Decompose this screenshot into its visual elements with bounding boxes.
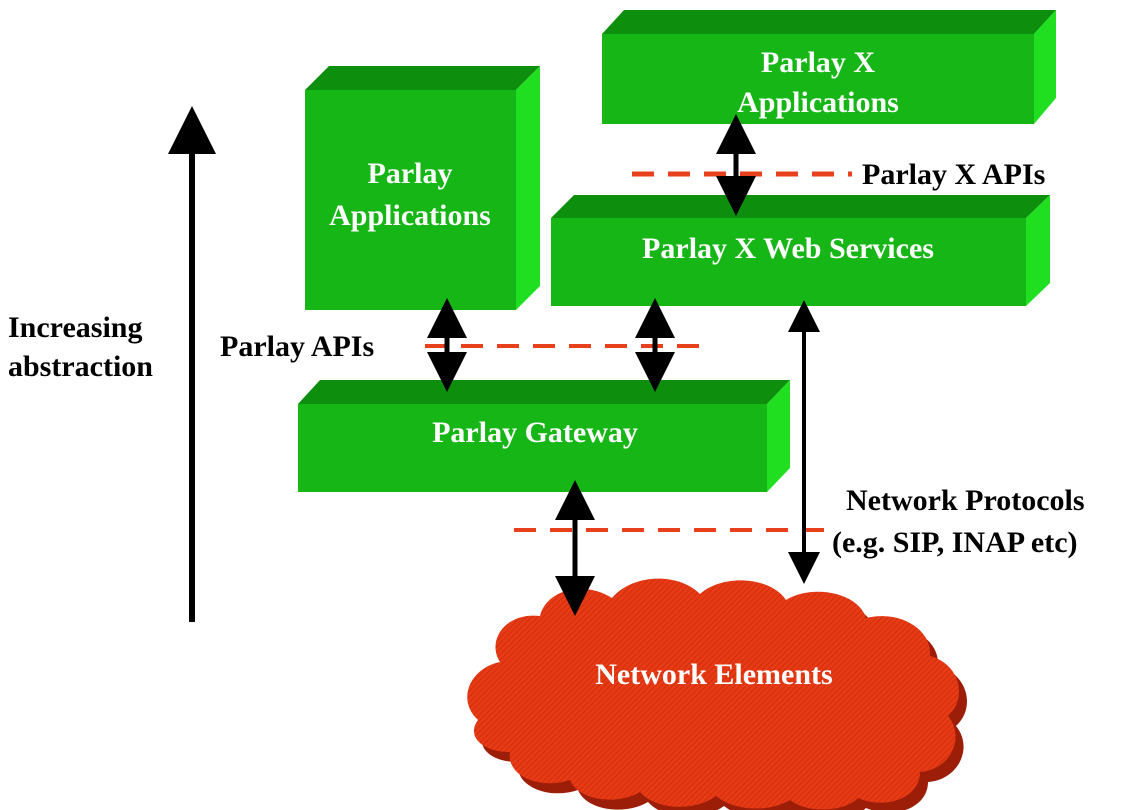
network-protocols-label-line2: (e.g. SIP, INAP etc) <box>832 526 1078 559</box>
axis-label-line2: abstraction <box>8 350 153 383</box>
box-side <box>1034 10 1056 124</box>
parlay-apis-label: Parlay APIs <box>220 330 374 363</box>
box-front <box>602 34 1034 124</box>
box-label: Parlay X Web Services <box>642 232 934 265</box>
box-label-line1: Parlay <box>368 157 453 190</box>
box-front <box>551 218 1026 306</box>
cloud-body <box>467 578 960 810</box>
box-side <box>767 380 790 492</box>
box-top <box>298 380 790 404</box>
parlay-x-web-services-box: Parlay X Web Services <box>551 195 1050 306</box>
axis-label-line1: Increasing <box>8 311 142 344</box>
box-top <box>551 195 1050 218</box>
parlay-x-applications-box: Parlay X Applications <box>602 10 1056 124</box>
box-top <box>305 66 540 90</box>
box-label: Parlay Gateway <box>432 416 638 449</box>
parlay-x-apis-label: Parlay X APIs <box>862 158 1045 191</box>
box-label-line2: Applications <box>329 199 491 232</box>
box-front <box>298 404 767 492</box>
box-front <box>305 90 516 310</box>
parlay-applications-box: Parlay Applications <box>305 66 540 310</box>
box-label-line1: Parlay X <box>761 46 875 79</box>
cloud-label: Network Elements <box>595 658 832 691</box>
box-label-line2: Applications <box>737 86 899 119</box>
box-side <box>1026 195 1050 306</box>
box-side <box>516 66 540 310</box>
network-elements-cloud: Network Elements <box>467 578 967 810</box>
box-top <box>602 10 1056 34</box>
network-protocols-label-line1: Network Protocols <box>846 484 1085 517</box>
connector-arrows <box>427 114 820 616</box>
parlay-gateway-box: Parlay Gateway <box>298 380 790 492</box>
